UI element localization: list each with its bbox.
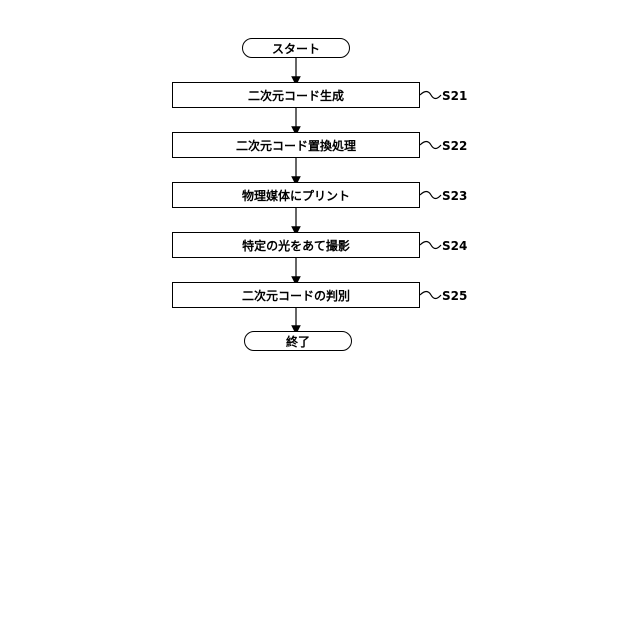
step-text-s22: 二次元コード置換処理 bbox=[236, 137, 356, 154]
step-text-s25: 二次元コードの判別 bbox=[242, 287, 350, 304]
leader-s21 bbox=[420, 92, 441, 99]
step-box-s24: 特定の光をあて撮影 bbox=[172, 232, 420, 258]
step-id-s24: S24 bbox=[442, 239, 467, 253]
end-terminal: 終了 bbox=[244, 331, 352, 351]
step-id-s23: S23 bbox=[442, 189, 467, 203]
leader-s22 bbox=[420, 142, 441, 149]
step-box-s21: 二次元コード生成 bbox=[172, 82, 420, 108]
leader-s24 bbox=[420, 242, 441, 249]
step-box-s25: 二次元コードの判別 bbox=[172, 282, 420, 308]
step-box-s23: 物理媒体にプリント bbox=[172, 182, 420, 208]
leader-s25 bbox=[420, 292, 441, 299]
step-id-s25: S25 bbox=[442, 289, 467, 303]
step-id-s21: S21 bbox=[442, 89, 467, 103]
end-label: 終了 bbox=[286, 333, 310, 350]
start-terminal: スタート bbox=[242, 38, 350, 58]
leader-s23 bbox=[420, 192, 441, 199]
step-text-s21: 二次元コード生成 bbox=[248, 87, 344, 104]
step-text-s23: 物理媒体にプリント bbox=[242, 187, 350, 204]
step-id-s22: S22 bbox=[442, 139, 467, 153]
step-box-s22: 二次元コード置換処理 bbox=[172, 132, 420, 158]
step-text-s24: 特定の光をあて撮影 bbox=[242, 237, 350, 254]
start-label: スタート bbox=[272, 40, 320, 57]
